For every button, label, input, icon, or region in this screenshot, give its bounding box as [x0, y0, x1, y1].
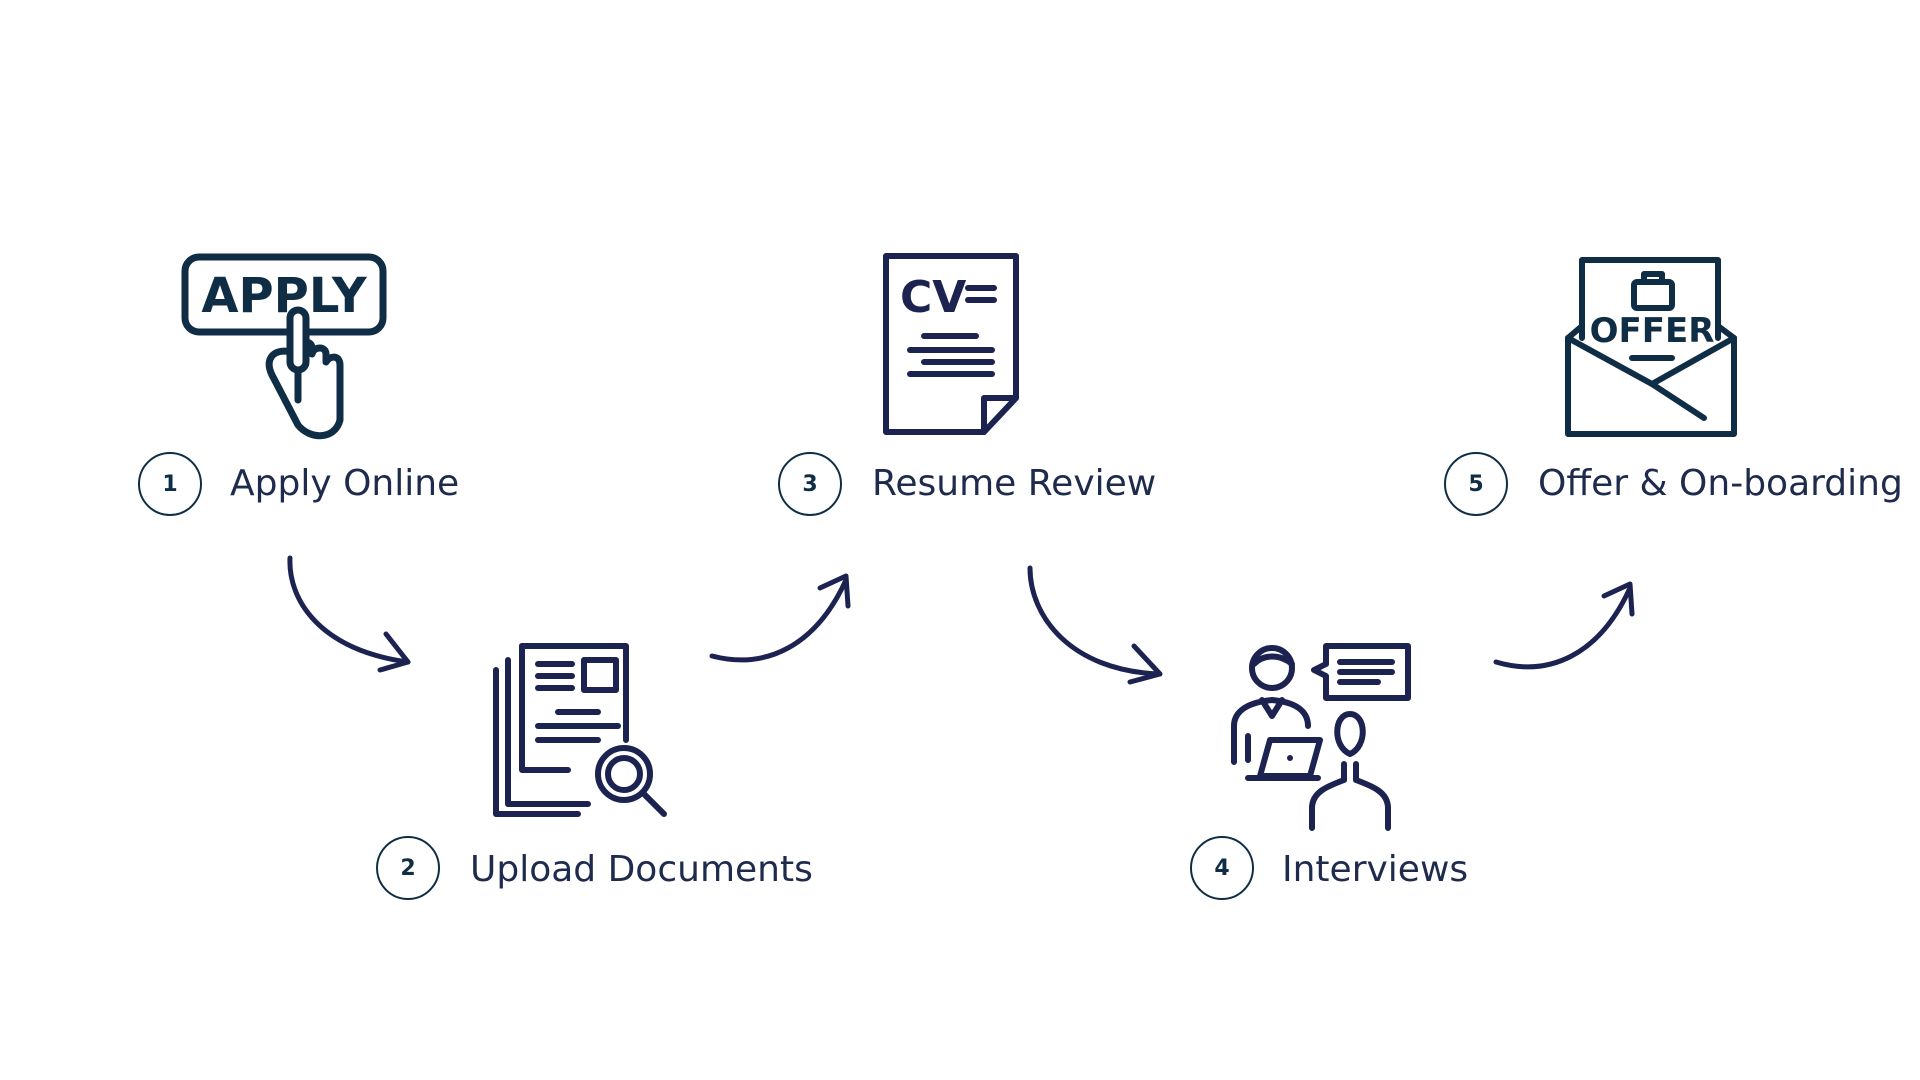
- svg-text:OFFER: OFFER: [1590, 311, 1715, 351]
- svg-text:APPLY: APPLY: [201, 268, 368, 324]
- step-number-badge: 1: [138, 452, 202, 516]
- svg-text:CV: CV: [900, 272, 966, 323]
- step-label: Interviews: [1282, 849, 1469, 890]
- documents-search-icon: [493, 643, 667, 817]
- step-label: Resume Review: [872, 463, 1157, 504]
- step-number-badge: 4: [1190, 836, 1254, 900]
- step-number-badge: 5: [1444, 452, 1508, 516]
- flow-arrow-3-to-4: [1027, 565, 1163, 685]
- apply-button-click-icon: APPLY: [181, 253, 387, 440]
- flow-arrow-1-to-2: [287, 555, 411, 673]
- flow-arrow-4-to-5: [1493, 581, 1635, 670]
- interview-meeting-icon: [1231, 643, 1411, 831]
- step-label: Upload Documents: [470, 849, 813, 890]
- step-label: Apply Online: [230, 463, 460, 504]
- cv-document-icon: CV: [883, 253, 1019, 435]
- flow-arrow-2-to-3: [709, 573, 851, 663]
- offer-envelope-icon: OFFER: [1565, 257, 1737, 437]
- step-number-badge: 2: [376, 836, 440, 900]
- step-number-badge: 3: [778, 452, 842, 516]
- step-label: Offer & On-boarding: [1538, 463, 1903, 504]
